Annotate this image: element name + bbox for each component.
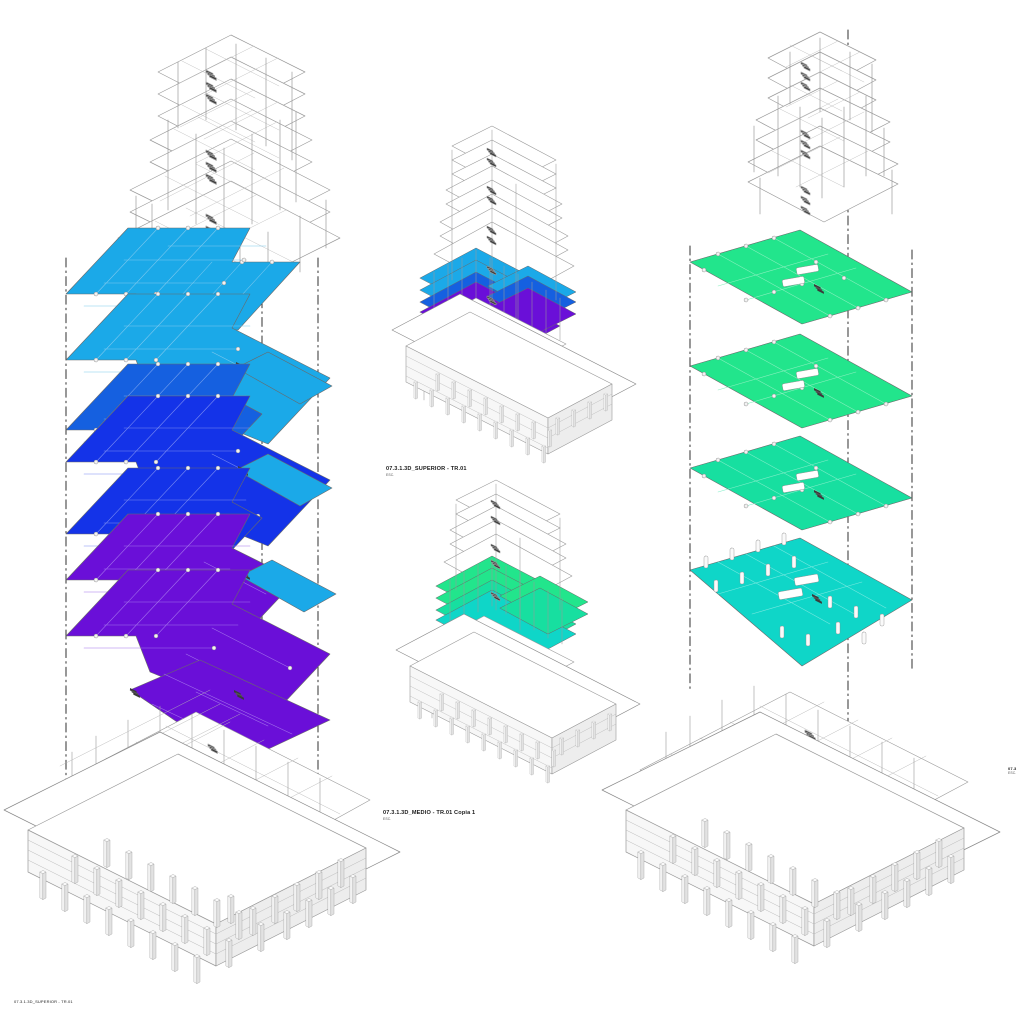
- slab-left-7: [65, 567, 331, 721]
- caption-bottom-left-title: 07.3.1.3D_SUPERIOR - TR.01: [14, 999, 73, 1004]
- caption-center-top-scale: ESC.: [386, 472, 395, 477]
- center-bottom-model: [395, 479, 641, 784]
- caption-right-edge-title: 07.3: [1008, 766, 1017, 771]
- slab-right-1: [689, 229, 913, 325]
- slab-right-4: [689, 532, 913, 667]
- center-top-model: [391, 125, 637, 464]
- right-wireframe-tower: [747, 31, 899, 223]
- slab-right-3: [689, 435, 913, 531]
- caption-center-top: 07.3.1.3D_SUPERIOR - TR.01 ESC.: [386, 466, 467, 477]
- caption-right-edge: 07.3 ESC.: [1008, 766, 1016, 775]
- caption-center-bottom: 07.3.1.3D_MEDIO - TR.01 Copia 1 ESC.: [383, 810, 475, 821]
- left-podium-base: [3, 689, 401, 985]
- caption-center-top-title: 07.3.1.3D_SUPERIOR - TR.01: [386, 466, 467, 472]
- caption-bottom-left: 07.3.1.3D_SUPERIOR - TR.01: [14, 999, 73, 1004]
- caption-center-bottom-scale: ESC.: [383, 816, 392, 821]
- caption-center-bottom-title: 07.3.1.3D_MEDIO - TR.01 Copia 1: [383, 810, 476, 816]
- right-podium-base: [601, 685, 1001, 965]
- caption-right-edge-scale: ESC.: [1008, 771, 1017, 775]
- slab-right-2: [689, 333, 913, 429]
